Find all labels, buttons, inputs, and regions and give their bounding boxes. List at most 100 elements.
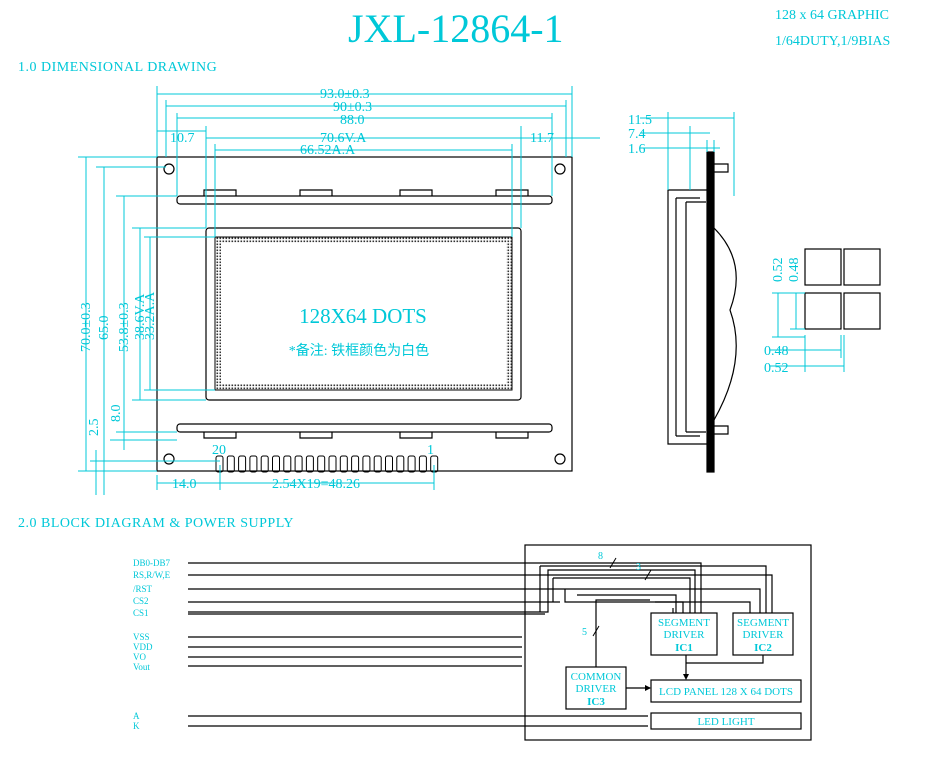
viewing-area — [205, 227, 522, 401]
frame-color-note: *备注: 铁框颜色为白色 — [289, 342, 429, 359]
pin-14 — [283, 455, 292, 473]
power-vout: Vout — [133, 662, 150, 672]
pin-2 — [418, 455, 427, 473]
dim-bottom-offset: 8.0 — [109, 405, 124, 423]
led-light-label: LED LIGHT — [697, 716, 754, 728]
vertical-dimension-labels: 70.0±0.3 65.0 53.8±0.3 38.6V.A 33.2A.A 8… — [79, 291, 158, 436]
ic1-line2: DRIVER — [664, 629, 706, 641]
signal-db0-db7: DB0-DB7 — [133, 558, 171, 568]
ic2-label: IC2 — [754, 642, 772, 654]
side-dimension-labels: 11.5 7.4 1.6 — [628, 113, 652, 157]
pin-13 — [294, 455, 303, 473]
pin-19 — [226, 455, 235, 473]
dim-dot-pitch-h: 0.52 — [764, 361, 789, 376]
dim-dot-pitch-v: 0.52 — [771, 258, 786, 283]
model-title: JXL-12864-1 — [348, 6, 564, 51]
block-labels: SEGMENT DRIVER IC1 SEGMENT DRIVER IC2 CO… — [571, 617, 793, 728]
signal-rst: /RST — [133, 584, 153, 594]
mount-hole-tl — [163, 163, 175, 175]
pin-row — [215, 455, 439, 473]
vertical-dimension-lines — [78, 156, 220, 495]
dim-pcb-height: 65.0 — [97, 316, 112, 341]
dim-side-total: 11.5 — [628, 113, 652, 128]
pin-17 — [249, 455, 258, 473]
pin-20-label: 20 — [212, 443, 226, 458]
bezel-bottom-rail — [176, 423, 553, 433]
ic3-line1: COMMON — [571, 671, 622, 683]
backlight-k: K — [133, 721, 140, 731]
backlight-a: A — [133, 711, 140, 721]
horizontal-dimension-lines — [156, 86, 600, 490]
dim-overall-width: 93.0±0.3 — [320, 87, 370, 102]
dim-dot-size-h: 0.48 — [764, 344, 789, 359]
ic3-line2: DRIVER — [576, 683, 618, 695]
bus-label-3: 3 — [636, 562, 641, 573]
pin-8 — [351, 455, 360, 473]
led-light-block — [650, 712, 802, 730]
ic1-label: IC1 — [675, 642, 693, 654]
dim-pcb-width: 90±0.3 — [333, 100, 372, 115]
bezel-tabs-top — [203, 189, 529, 196]
dim-pin-offset: 14.0 — [172, 477, 197, 492]
dot-detail — [804, 248, 881, 330]
dim-side-module: 7.4 — [628, 127, 646, 142]
power-vss: VSS — [133, 632, 150, 642]
bus-label-5: 5 — [582, 627, 587, 638]
dim-va-height: 38.6V.A — [133, 293, 148, 340]
pin-10 — [328, 455, 337, 473]
bezel-top-rail — [176, 195, 553, 205]
dim-bezel-height: 53.8±0.3 — [117, 302, 132, 352]
mount-hole-bl — [163, 453, 175, 465]
display-dots-label: 128X64 DOTS — [299, 304, 427, 328]
dim-aa-height: 33.2A.A — [143, 291, 158, 340]
dim-aa-width: 66.52A.A — [300, 143, 356, 158]
dot-dimension-labels: 0.52 0.48 0.48 0.52 — [764, 258, 802, 377]
dim-pin-pitch: 2.54X19=48.26 — [272, 477, 360, 492]
section-title-dimensional: 1.0 DIMENSIONAL DRAWING — [18, 60, 218, 75]
module-side-view — [667, 151, 737, 473]
pin-9 — [339, 455, 348, 473]
dim-va-width: 70.6V.A — [320, 131, 367, 146]
pin-7 — [362, 455, 371, 473]
module-boundary — [524, 544, 812, 741]
signal-cs2: CS2 — [133, 596, 149, 606]
dim-right-offset: 11.7 — [530, 131, 554, 146]
dim-left-offset: 10.7 — [170, 131, 195, 146]
mount-hole-br — [554, 453, 566, 465]
pin-18 — [238, 455, 247, 473]
side-dimension-lines — [640, 112, 735, 196]
pin-4 — [396, 455, 405, 473]
dim-dot-size-v: 0.48 — [787, 258, 802, 283]
block-diagram — [188, 544, 812, 741]
signal-labels: DB0-DB7 RS,R/W,E /RST CS2 CS1 VSS VDD VO… — [133, 558, 171, 731]
segment-driver-ic1 — [650, 612, 718, 656]
mount-hole-tr — [554, 163, 566, 175]
bus-width-labels: 8 3 5 — [582, 551, 641, 638]
signal-rs-rw-e: RS,R/W,E — [133, 570, 171, 580]
pin-16 — [260, 455, 269, 473]
power-vdd: VDD — [133, 642, 153, 652]
lcd-panel-block — [650, 679, 802, 703]
pin-5 — [385, 455, 393, 473]
dim-side-pcb: 1.6 — [628, 142, 646, 157]
bus-label-8: 8 — [598, 551, 603, 562]
dim-overall-height: 70.0±0.3 — [79, 302, 94, 352]
module-front-view — [156, 156, 573, 472]
pin-11 — [317, 455, 326, 473]
horizontal-dimension-labels: 93.0±0.3 90±0.3 88.0 10.7 70.6V.A 11.7 6… — [170, 87, 554, 492]
dim-pin-offset-v: 2.5 — [87, 419, 102, 437]
spec-line-duty: 1/64DUTY,1/9BIAS — [775, 34, 891, 49]
ic1-line1: SEGMENT — [658, 617, 710, 629]
ic2-line2: DRIVER — [743, 629, 785, 641]
dot-dimension-lines — [770, 292, 845, 372]
active-area-inner — [221, 243, 506, 384]
signal-cs1: CS1 — [133, 608, 149, 618]
pin-12 — [305, 455, 314, 473]
dim-bezel-width: 88.0 — [340, 113, 365, 128]
section-title-block-diagram: 2.0 BLOCK DIAGRAM & POWER SUPPLY — [18, 516, 294, 531]
spec-line-graphic: 128 x 64 GRAPHIC — [775, 8, 889, 23]
pin-3 — [407, 455, 416, 473]
pcb-outline — [156, 156, 573, 472]
ic2-line1: SEGMENT — [737, 617, 789, 629]
